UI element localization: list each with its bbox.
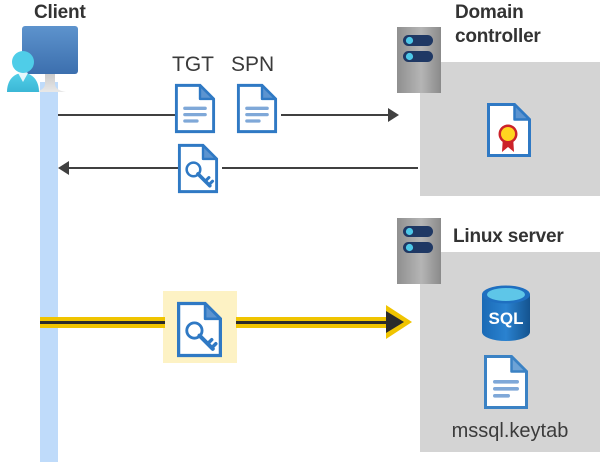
request-line-right xyxy=(281,114,388,116)
request-arrowhead xyxy=(388,108,399,122)
domain-controller-server-rack-icon xyxy=(397,27,441,93)
response-arrowhead xyxy=(58,161,69,175)
response-line-right xyxy=(222,167,418,169)
spn-document-icon xyxy=(236,83,278,134)
service-ticket-bar-right-core xyxy=(236,321,389,324)
domain-controller-label-line2: controller xyxy=(455,26,541,47)
linux-server-panel xyxy=(420,252,600,452)
certificate-document-icon xyxy=(487,103,531,157)
linux-server-label: Linux server xyxy=(453,226,564,247)
tgt-label: TGT xyxy=(172,53,214,76)
service-ticket-arrowhead-inner xyxy=(386,311,404,333)
linux-server-rack-icon xyxy=(397,218,441,284)
sql-text: SQL xyxy=(489,309,524,328)
response-line-left xyxy=(68,167,178,169)
spn-label: SPN xyxy=(231,53,275,76)
client-label: Client xyxy=(34,2,86,23)
service-ticket-bar-left-core xyxy=(40,321,165,324)
request-line-left xyxy=(58,114,175,116)
response-key-document-icon xyxy=(177,143,219,194)
domain-controller-label-line1: Domain xyxy=(455,2,524,23)
client-computer-user-icon xyxy=(4,26,96,96)
tgt-document-icon xyxy=(174,83,216,134)
sql-database-icon: SQL xyxy=(480,285,532,343)
service-ticket-key-document-icon xyxy=(176,301,223,358)
client-lifeline xyxy=(40,82,58,462)
keytab-file-label: mssql.keytab xyxy=(451,420,569,442)
keytab-document-icon xyxy=(484,355,528,409)
